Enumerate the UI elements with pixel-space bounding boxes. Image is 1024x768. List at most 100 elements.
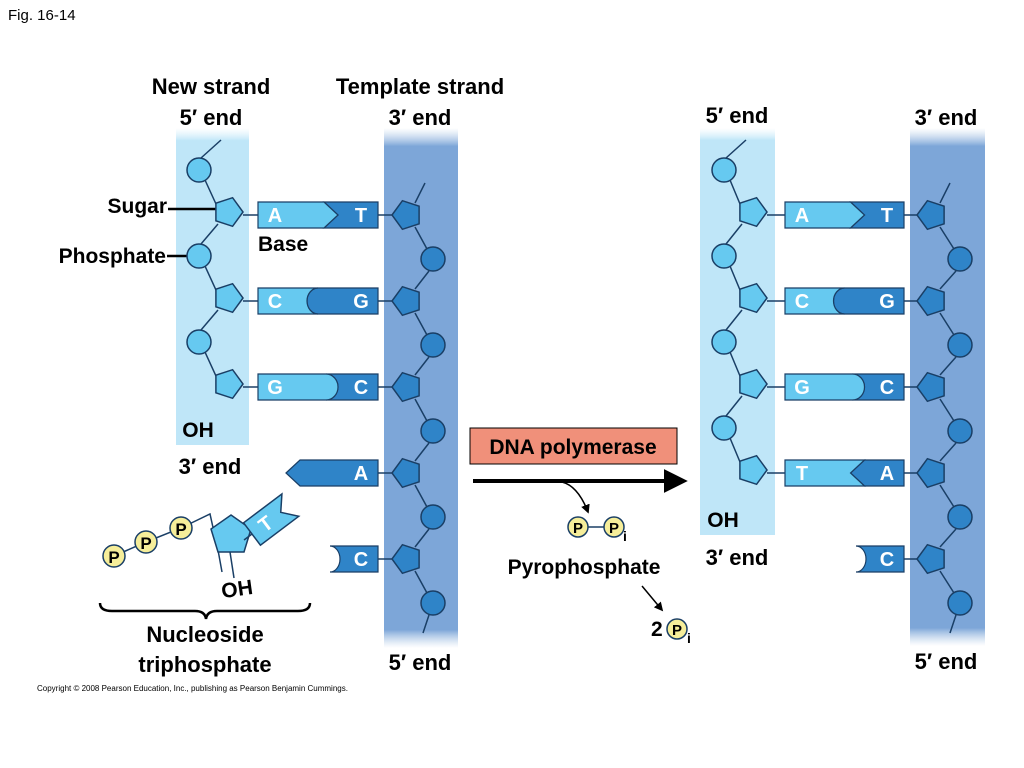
backbone-bond <box>414 270 430 290</box>
backbone-bond <box>939 528 957 548</box>
backbone-bond <box>939 182 951 204</box>
nucleoside-label-line1: Nucleoside <box>146 622 263 647</box>
sugar-pentagon <box>916 199 945 231</box>
new-base-letter: A <box>268 205 282 227</box>
byproduct-arrow <box>561 481 590 514</box>
template-base-letter: C <box>354 549 368 571</box>
phosphate-circle <box>711 415 737 441</box>
pyrophosphate-molecule: P P i <box>567 516 627 544</box>
template-strand-top-end: 3′ end <box>389 105 452 130</box>
two-pi-coefficient: 2 <box>651 618 663 641</box>
new-strand-top-end: 5′ end <box>706 103 769 128</box>
incoming-oh-bond <box>229 551 235 579</box>
new-base-letter: G <box>267 377 283 399</box>
backbone-bond <box>204 351 217 377</box>
phosphate-circle <box>947 246 973 272</box>
base-label: Base <box>258 233 308 256</box>
phosphate-circle <box>666 618 688 640</box>
phosphate-symbol: P <box>108 548 119 567</box>
template-strand-top-end: 3′ end <box>915 105 978 130</box>
new-base-G <box>257 373 339 401</box>
new-strand-top-end: 5′ end <box>180 105 243 130</box>
backbone-bond <box>939 356 957 376</box>
incoming-oh: OH <box>220 576 254 603</box>
new-base-letter: C <box>268 291 282 313</box>
backbone-bond <box>949 614 957 634</box>
phosphate-circle <box>134 530 158 554</box>
pyrophosphate-subscript: i <box>623 528 627 544</box>
backbone-bond <box>204 179 217 205</box>
nucleoside-brace <box>98 602 312 620</box>
template-base-letter: C <box>880 377 894 399</box>
phosphate-circle <box>420 246 446 272</box>
backbone-bond <box>939 312 955 336</box>
dna-polymerase-label: DNA polymerase <box>489 436 656 459</box>
backbone-bond <box>725 309 743 331</box>
incoming-base-t <box>242 492 301 547</box>
backbone-bond <box>725 223 743 245</box>
phosphate-circle <box>420 504 446 530</box>
sugar-pentagon <box>739 282 768 314</box>
new-base-A <box>257 201 339 229</box>
template-base-letter: A <box>880 463 894 485</box>
new-base-T <box>784 459 867 487</box>
phosphate-circle <box>186 243 212 269</box>
backbone-bond <box>414 226 428 250</box>
backbone-bond <box>725 395 743 417</box>
new-base-letter: A <box>795 205 809 227</box>
phosphate-circle <box>603 516 625 538</box>
backbone-bond <box>729 265 741 291</box>
phosphate-circle <box>711 157 737 183</box>
backbone-bond <box>939 570 955 594</box>
new-base-letter: T <box>796 463 808 485</box>
phosphate-circle <box>186 157 212 183</box>
template-strand-bottom-end: 5′ end <box>389 650 452 675</box>
sugar-label: Sugar <box>107 195 167 218</box>
backbone-bond <box>939 226 955 250</box>
sugar-pentagon <box>215 368 244 400</box>
sugar-pentagon <box>916 543 945 575</box>
phosphate-circle <box>169 516 193 540</box>
new-strand-bottom-end: 3′ end <box>179 454 242 479</box>
backbone-bond <box>204 265 217 291</box>
template-base-letter: G <box>879 291 895 313</box>
new-strand-bottom-end: 3′ end <box>706 545 769 570</box>
backbone-bond <box>414 182 426 204</box>
template-strand-label: Template strand <box>336 74 504 99</box>
new-strand-oh: OH <box>182 419 214 442</box>
backbone-bond <box>200 223 219 245</box>
phosphate-circle <box>420 418 446 444</box>
nucleoside-triphosphate: P P P OH T <box>102 492 301 603</box>
sugar-pentagon <box>391 199 420 231</box>
figure-id: Fig. 16-14 <box>8 7 76 24</box>
sugar-pentagon <box>739 196 768 228</box>
template-base-letter: G <box>353 291 369 313</box>
phosphate-symbol: P <box>573 520 583 537</box>
nucleoside-label-line2: triphosphate <box>138 652 271 677</box>
sugar-pentagon <box>916 371 945 403</box>
dna-polymerase-box <box>469 427 678 465</box>
phosphate-circle <box>947 332 973 358</box>
backbone-bond <box>414 528 430 548</box>
sugar-pentagon <box>215 282 244 314</box>
sugar-pentagon <box>739 454 768 486</box>
new-strand-oh: OH <box>707 509 739 532</box>
triphosphate-chain <box>113 512 223 573</box>
phosphate-circle <box>186 329 212 355</box>
sugar-pentagon <box>739 368 768 400</box>
template-base-letter: T <box>881 205 893 227</box>
sugar-pentagon <box>916 457 945 489</box>
phosphate-circle <box>420 590 446 616</box>
phosphate-symbol: P <box>140 534 151 553</box>
backbone-bond <box>939 442 957 462</box>
template-base-letter: A <box>354 463 368 485</box>
new-base-letter: C <box>795 291 809 313</box>
two-pi-subscript: i <box>687 630 691 646</box>
template-base-letter: T <box>355 205 367 227</box>
new-strand-label: New strand <box>152 74 271 99</box>
phosphate-circle <box>420 332 446 358</box>
backbone-bond <box>200 309 219 331</box>
phosphate-circle <box>711 329 737 355</box>
